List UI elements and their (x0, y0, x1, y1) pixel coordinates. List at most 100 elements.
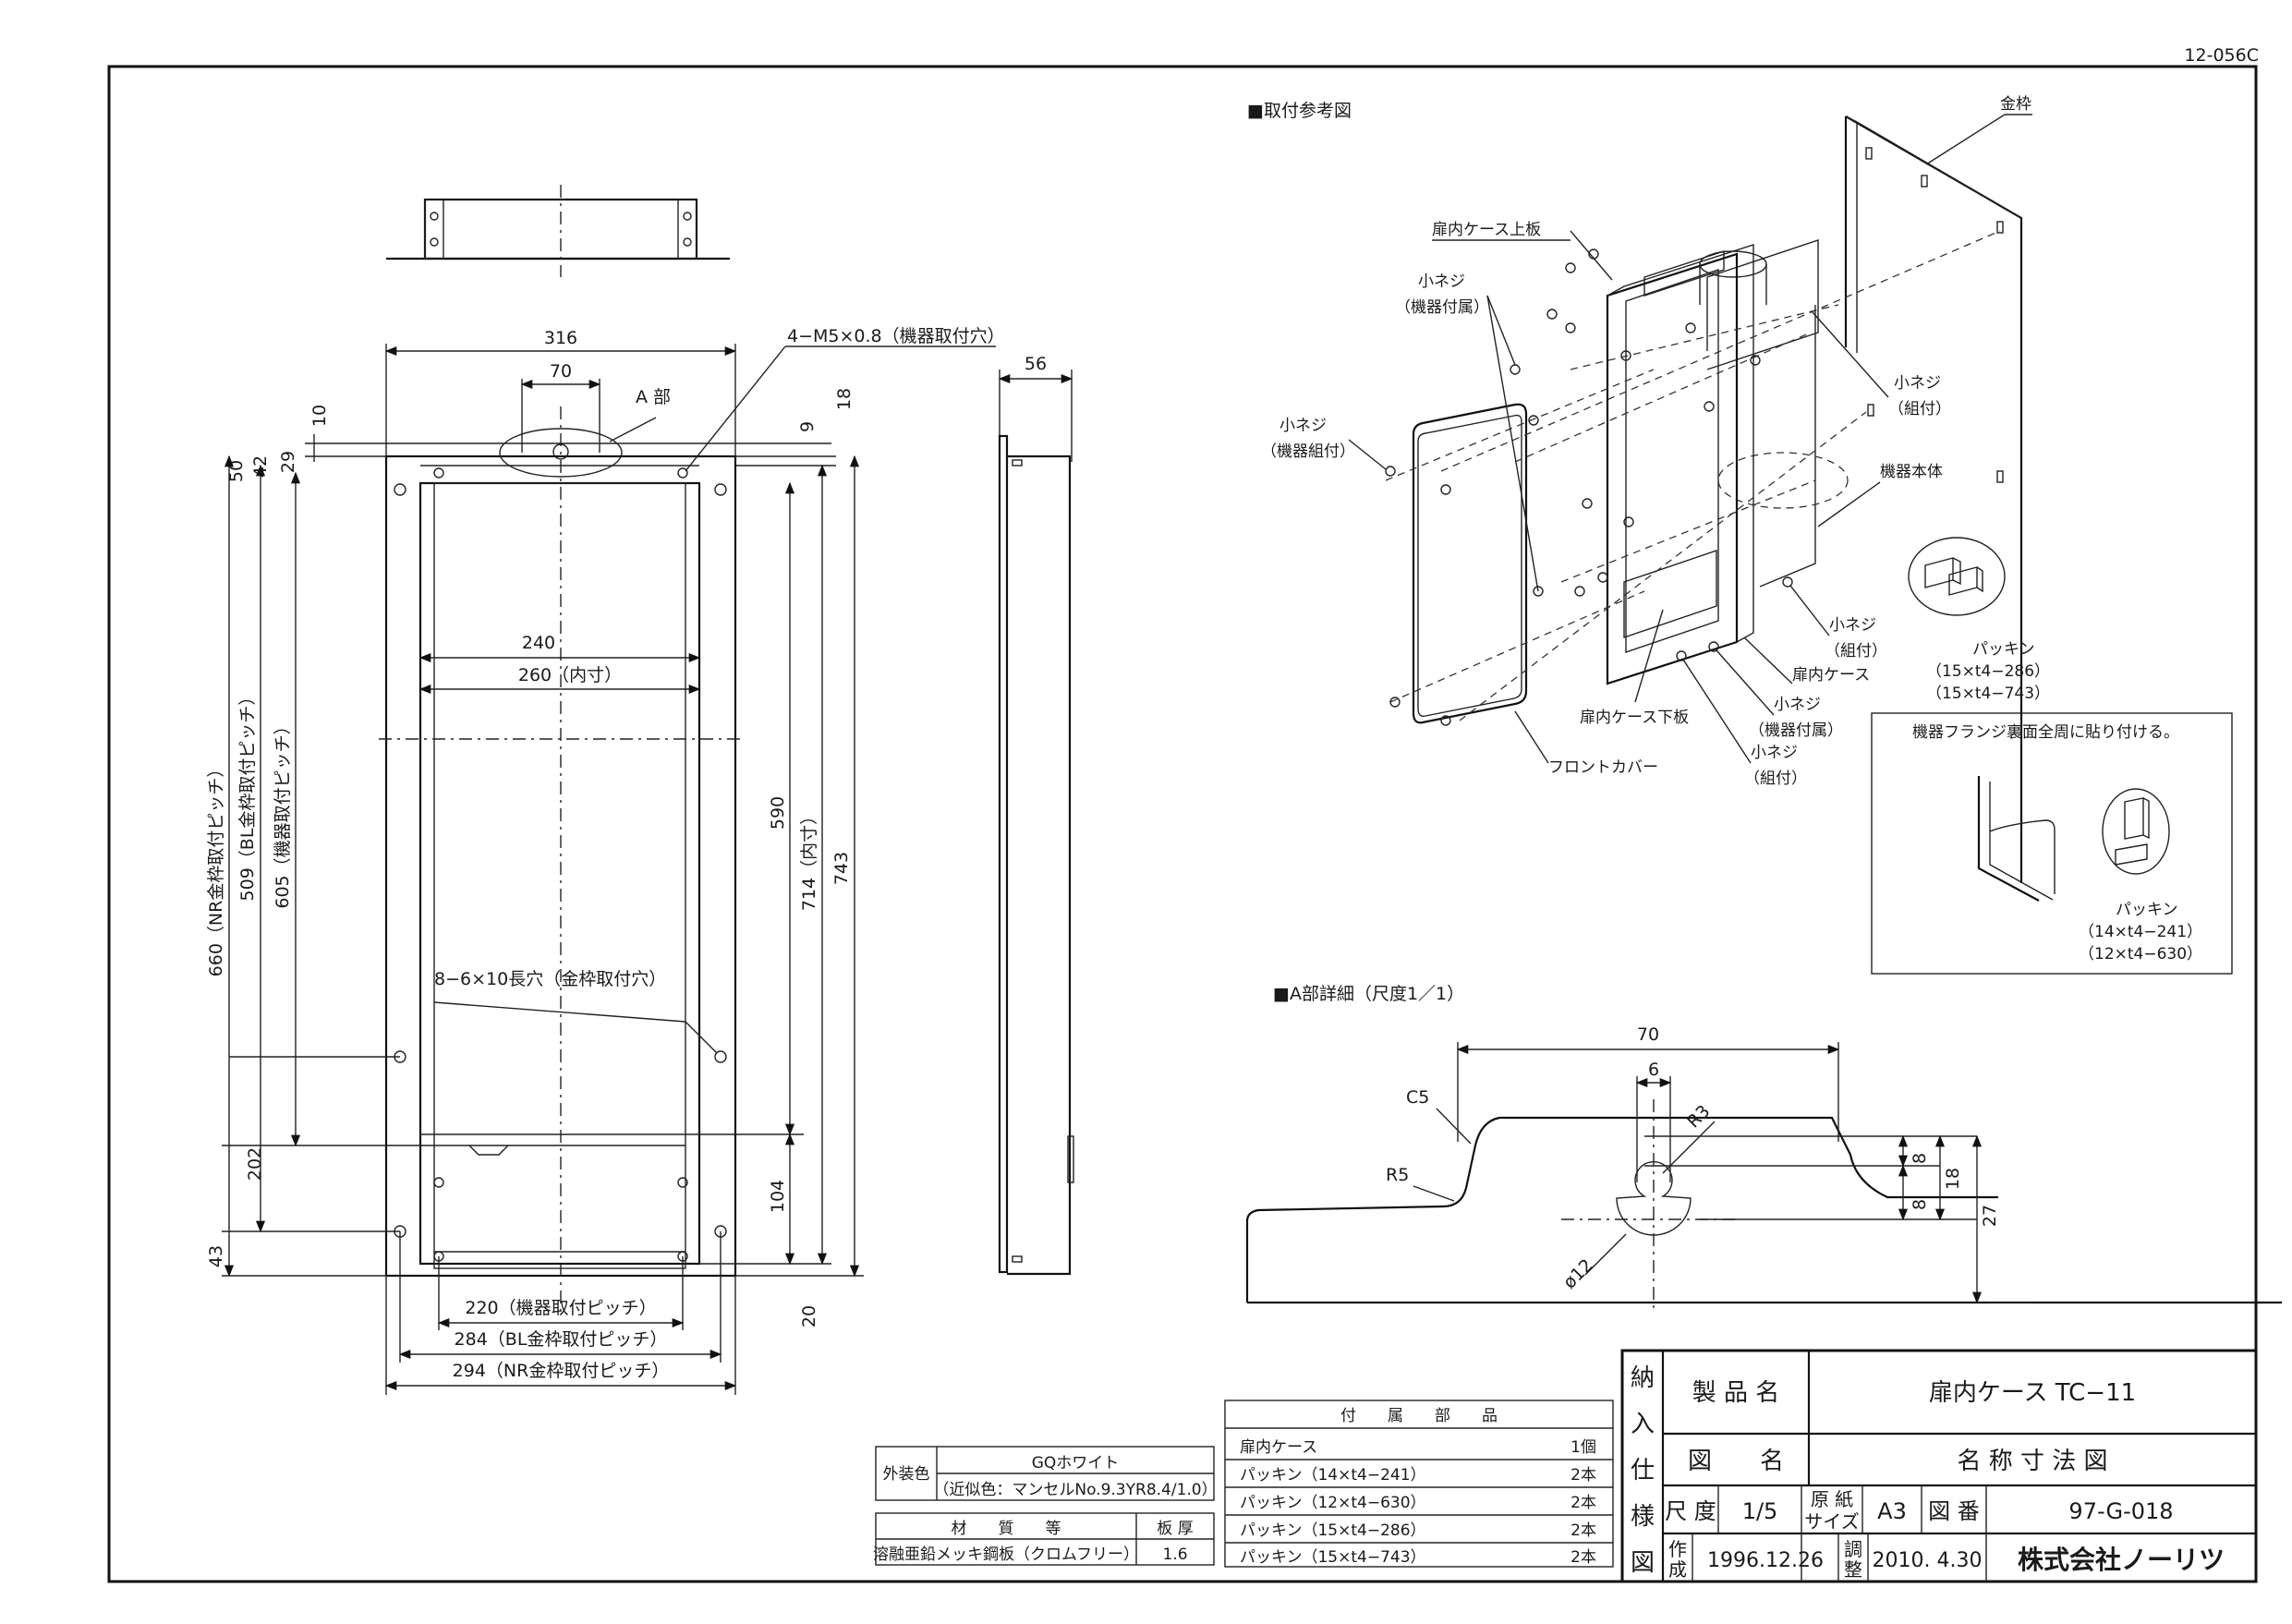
label-screw-4-note: （組付） (1825, 642, 1887, 661)
drawing-name: 名 称 寸 法 図 (1957, 1448, 2107, 1475)
dim-743: 743 (831, 852, 852, 885)
parts-row-qty: 2本 (1570, 1466, 1596, 1485)
adj-date: 2010. 4.30 (1873, 1549, 1983, 1572)
dim-660: 660（NR金枠取付ピッチ） (206, 760, 226, 977)
material-table: 材 質 等 板 厚 溶融亜鉛メッキ鋼板（クロムフリー） 1.6 (873, 1512, 1215, 1566)
dim-605: 605（機器取付ピッチ） (273, 717, 293, 908)
detail-dim-70: 70 (1637, 1024, 1659, 1045)
parts-row-name: 扉内ケース (1240, 1438, 1317, 1457)
inset-note: 機器フランジ裏面全周に貼り付ける。 (1912, 722, 2179, 742)
parts-row-name: パッキン（12×t4−630） (1240, 1494, 1426, 1512)
dim-20: 20 (799, 1305, 819, 1327)
side-label-5: 図 (1631, 1549, 1655, 1577)
made-date: 1996.12.26 (1707, 1549, 1824, 1572)
dim-714: 714（内寸） (799, 807, 819, 911)
label-screw-6-note: （組付） (1744, 770, 1807, 788)
material-header: 材 質 等 (952, 1520, 1061, 1538)
drawing-number-value: 97-G-018 (2068, 1498, 2173, 1524)
top-view (386, 185, 730, 277)
label-metal-frame: 金枠 (2000, 95, 2031, 114)
dim-316: 316 (544, 328, 577, 348)
title-block: 納 入 仕 様 図 製 品 名 扉内ケース TC−11 図 名 名 称 寸 法 … (1620, 1349, 2258, 1583)
sheet-border (107, 65, 2258, 1583)
dim-294: 294（NR金枠取付ピッチ） (453, 1361, 670, 1381)
dim-509: 509（BL金枠取付ピッチ） (237, 688, 258, 902)
company-name: 株式会社ノーリツ (2018, 1545, 2225, 1575)
label-screw-2: 小ネジ (1279, 417, 1327, 435)
color-note: （近似色：マンセルNo.9.3YR8.4/1.0） (933, 1481, 1217, 1499)
dim-104: 104 (768, 1180, 788, 1213)
parts-row-name: パッキン（15×t4−286） (1240, 1521, 1426, 1540)
note-slot-holes: 8−6×10長穴（金枠取付穴） (434, 969, 666, 989)
dim-29: 29 (278, 451, 298, 473)
side-label-1: 納 (1631, 1364, 1655, 1392)
label-case: 扉内ケース (1792, 666, 1870, 685)
detail-phi12: ø12 (1559, 1255, 1597, 1293)
label-packing-1-b: （15×t4−743） (1926, 685, 2050, 703)
detail-dim-6: 6 (1648, 1060, 1659, 1080)
adj-label-1: 調 (1844, 1538, 1862, 1560)
front-view: 316 70 A 部 4−M5×0.8（機器取付穴） 10 50 42 29 1… (206, 326, 1005, 1395)
paper-label-1: 原 紙 (1811, 1488, 1853, 1510)
label-screw-6: 小ネジ (1751, 744, 1798, 762)
side-view: 56 (998, 354, 1074, 1276)
color-table: 外装色 GQホワイト （近似色：マンセルNo.9.3YR8.4/1.0） (875, 1446, 1218, 1501)
parts-row-name: パッキン（14×t4−241） (1240, 1466, 1426, 1485)
dim-10: 10 (309, 405, 330, 427)
paper-label-2: サイズ (1804, 1510, 1859, 1533)
label-top-plate: 扉内ケース上板 (1432, 221, 1541, 239)
detail-dim-8b: 8 (1910, 1199, 1930, 1210)
label-screw-5-note: （機器付属） (1749, 721, 1843, 740)
label-screw-4: 小ネジ (1829, 616, 1876, 635)
label-screw-1-note: （機器付属） (1395, 298, 1489, 317)
thickness-header: 板 厚 (1157, 1520, 1193, 1538)
install-reference-view: ■取付参考図 金枠 (1247, 95, 2233, 975)
product-label: 製 品 名 (1692, 1379, 1780, 1407)
section-install-title: ■取付参考図 (1247, 101, 1352, 121)
detail-c5: C5 (1406, 1087, 1429, 1108)
label-packing-2-b: （12×t4−630） (2079, 945, 2202, 963)
label-device-body: 機器本体 (1880, 463, 1943, 481)
drawing-number: 12-056C (2184, 45, 2259, 66)
parts-row-qty: 2本 (1570, 1494, 1596, 1512)
made-label-1: 作 (1668, 1538, 1687, 1560)
dim-590: 590 (768, 796, 788, 830)
detail-a-view: ■A部詳細（尺度1／1） 70 6 C5 R3 R5 ø12 8 8 18 (1245, 984, 2282, 1312)
section-detail-title: ■A部詳細（尺度1／1） (1273, 984, 1464, 1004)
label-screw-3: 小ネジ (1894, 374, 1941, 393)
label-screw-5: 小ネジ (1774, 696, 1821, 714)
parts-row-qty: 2本 (1570, 1521, 1596, 1540)
parts-row-qty: 2本 (1570, 1548, 1596, 1567)
label-packing-2: パッキン (2116, 901, 2178, 919)
label-screw-2-note: （機器組付） (1261, 442, 1355, 461)
label-front-cover: フロントカバー (1548, 758, 1658, 777)
product-name: 扉内ケース TC−11 (1929, 1379, 2136, 1407)
dim-284: 284（BL金枠取付ピッチ） (455, 1329, 668, 1350)
material-value: 溶融亜鉛メッキ鋼板（クロムフリー） (873, 1545, 1139, 1564)
dim-depth-56: 56 (1025, 354, 1047, 374)
parts-table: 付 属 部 品 扉内ケース 1個 パッキン（14×t4−241） 2本 パッキン… (1224, 1400, 1614, 1568)
parts-row-name: パッキン（15×t4−743） (1240, 1548, 1426, 1567)
label-bottom-plate: 扉内ケース下板 (1580, 709, 1689, 727)
thickness-value: 1.6 (1162, 1545, 1187, 1564)
note-mounting-holes: 4−M5×0.8（機器取付穴） (787, 326, 1005, 346)
dim-220: 220（機器取付ピッチ） (465, 1298, 656, 1318)
dim-260: 260（内寸） (518, 665, 622, 685)
scale-value: 1/5 (1742, 1498, 1778, 1524)
detail-dim-18: 18 (1943, 1168, 1963, 1190)
drawing-name-label: 図 名 (1688, 1448, 1784, 1475)
side-label-4: 様 (1631, 1503, 1655, 1531)
detail-dim-27: 27 (1980, 1205, 2000, 1227)
paper-size: A3 (1877, 1498, 1907, 1524)
scale-label: 尺 度 (1665, 1498, 1716, 1524)
detail-dim-8a: 8 (1910, 1153, 1930, 1164)
color-label: 外装色 (883, 1465, 930, 1484)
label-packing-1-a: （15×t4−286） (1926, 662, 2050, 681)
side-label-2: 入 (1631, 1411, 1655, 1438)
detail-r5: R5 (1386, 1165, 1409, 1185)
parts-row-qty: 1個 (1570, 1438, 1596, 1457)
dim-240: 240 (522, 633, 555, 653)
side-label-3: 仕 (1631, 1457, 1655, 1485)
dim-70: 70 (550, 361, 572, 382)
color-value: GQホワイト (1032, 1454, 1120, 1473)
